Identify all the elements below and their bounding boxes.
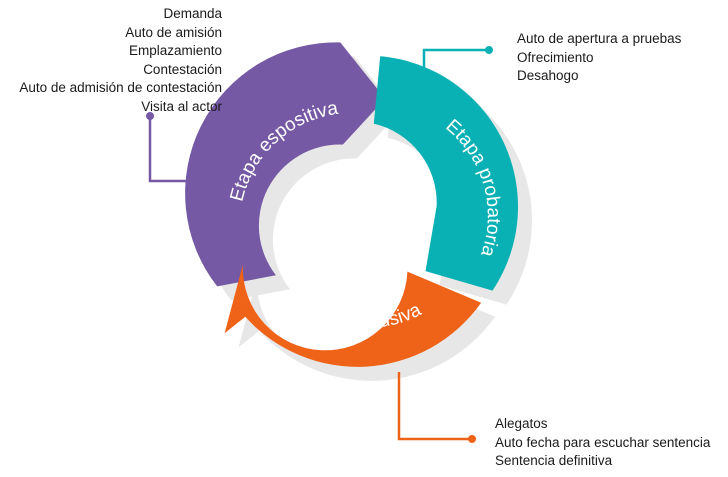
stage-items-conclusiva: Alegatos Auto fecha para escuchar senten… xyxy=(495,415,710,471)
stage-arrow-conclusiva xyxy=(224,264,482,367)
connector-expositiva xyxy=(148,117,213,183)
stage-item: Visita al actor xyxy=(141,98,222,114)
stage-items-expositiva: Demanda Auto de amisión Emplazamiento Co… xyxy=(19,5,222,116)
connector-conclusiva xyxy=(397,372,471,441)
stage-label-conclusiva: Etapa conclusiva xyxy=(286,283,425,332)
connector-dot-expositiva xyxy=(146,112,154,120)
stage-arrow-probatoria xyxy=(373,56,519,291)
stage-item: Emplazamiento xyxy=(128,43,222,58)
stage-arrow-expositiva xyxy=(185,42,386,287)
stage-item: Auto fecha para escuchar sentencia xyxy=(495,434,711,450)
stage-item: Auto de apertura a pruebas xyxy=(517,31,682,46)
stage-item: Alegatos xyxy=(495,416,548,431)
connector-probatoria xyxy=(422,48,488,75)
svg-text:Etapa conclusiva: Etapa conclusiva xyxy=(286,283,425,332)
stage-item: Sentencia definitiva xyxy=(495,453,613,468)
stage-item: Demanda xyxy=(163,6,222,21)
stage-item: Ofrecimiento xyxy=(517,49,594,65)
connector-dot-conclusiva xyxy=(468,435,476,443)
stage-item: Auto de amisión xyxy=(125,24,222,40)
stage-items-probatoria: Auto de apertura a pruebas Ofrecimiento … xyxy=(517,30,681,86)
connector-dot-probatoria xyxy=(485,46,493,54)
stage-item: Desahogo xyxy=(517,68,579,83)
stage-item: Contestación xyxy=(143,61,222,77)
stage-item: Auto de admisión de contestación xyxy=(19,80,222,95)
